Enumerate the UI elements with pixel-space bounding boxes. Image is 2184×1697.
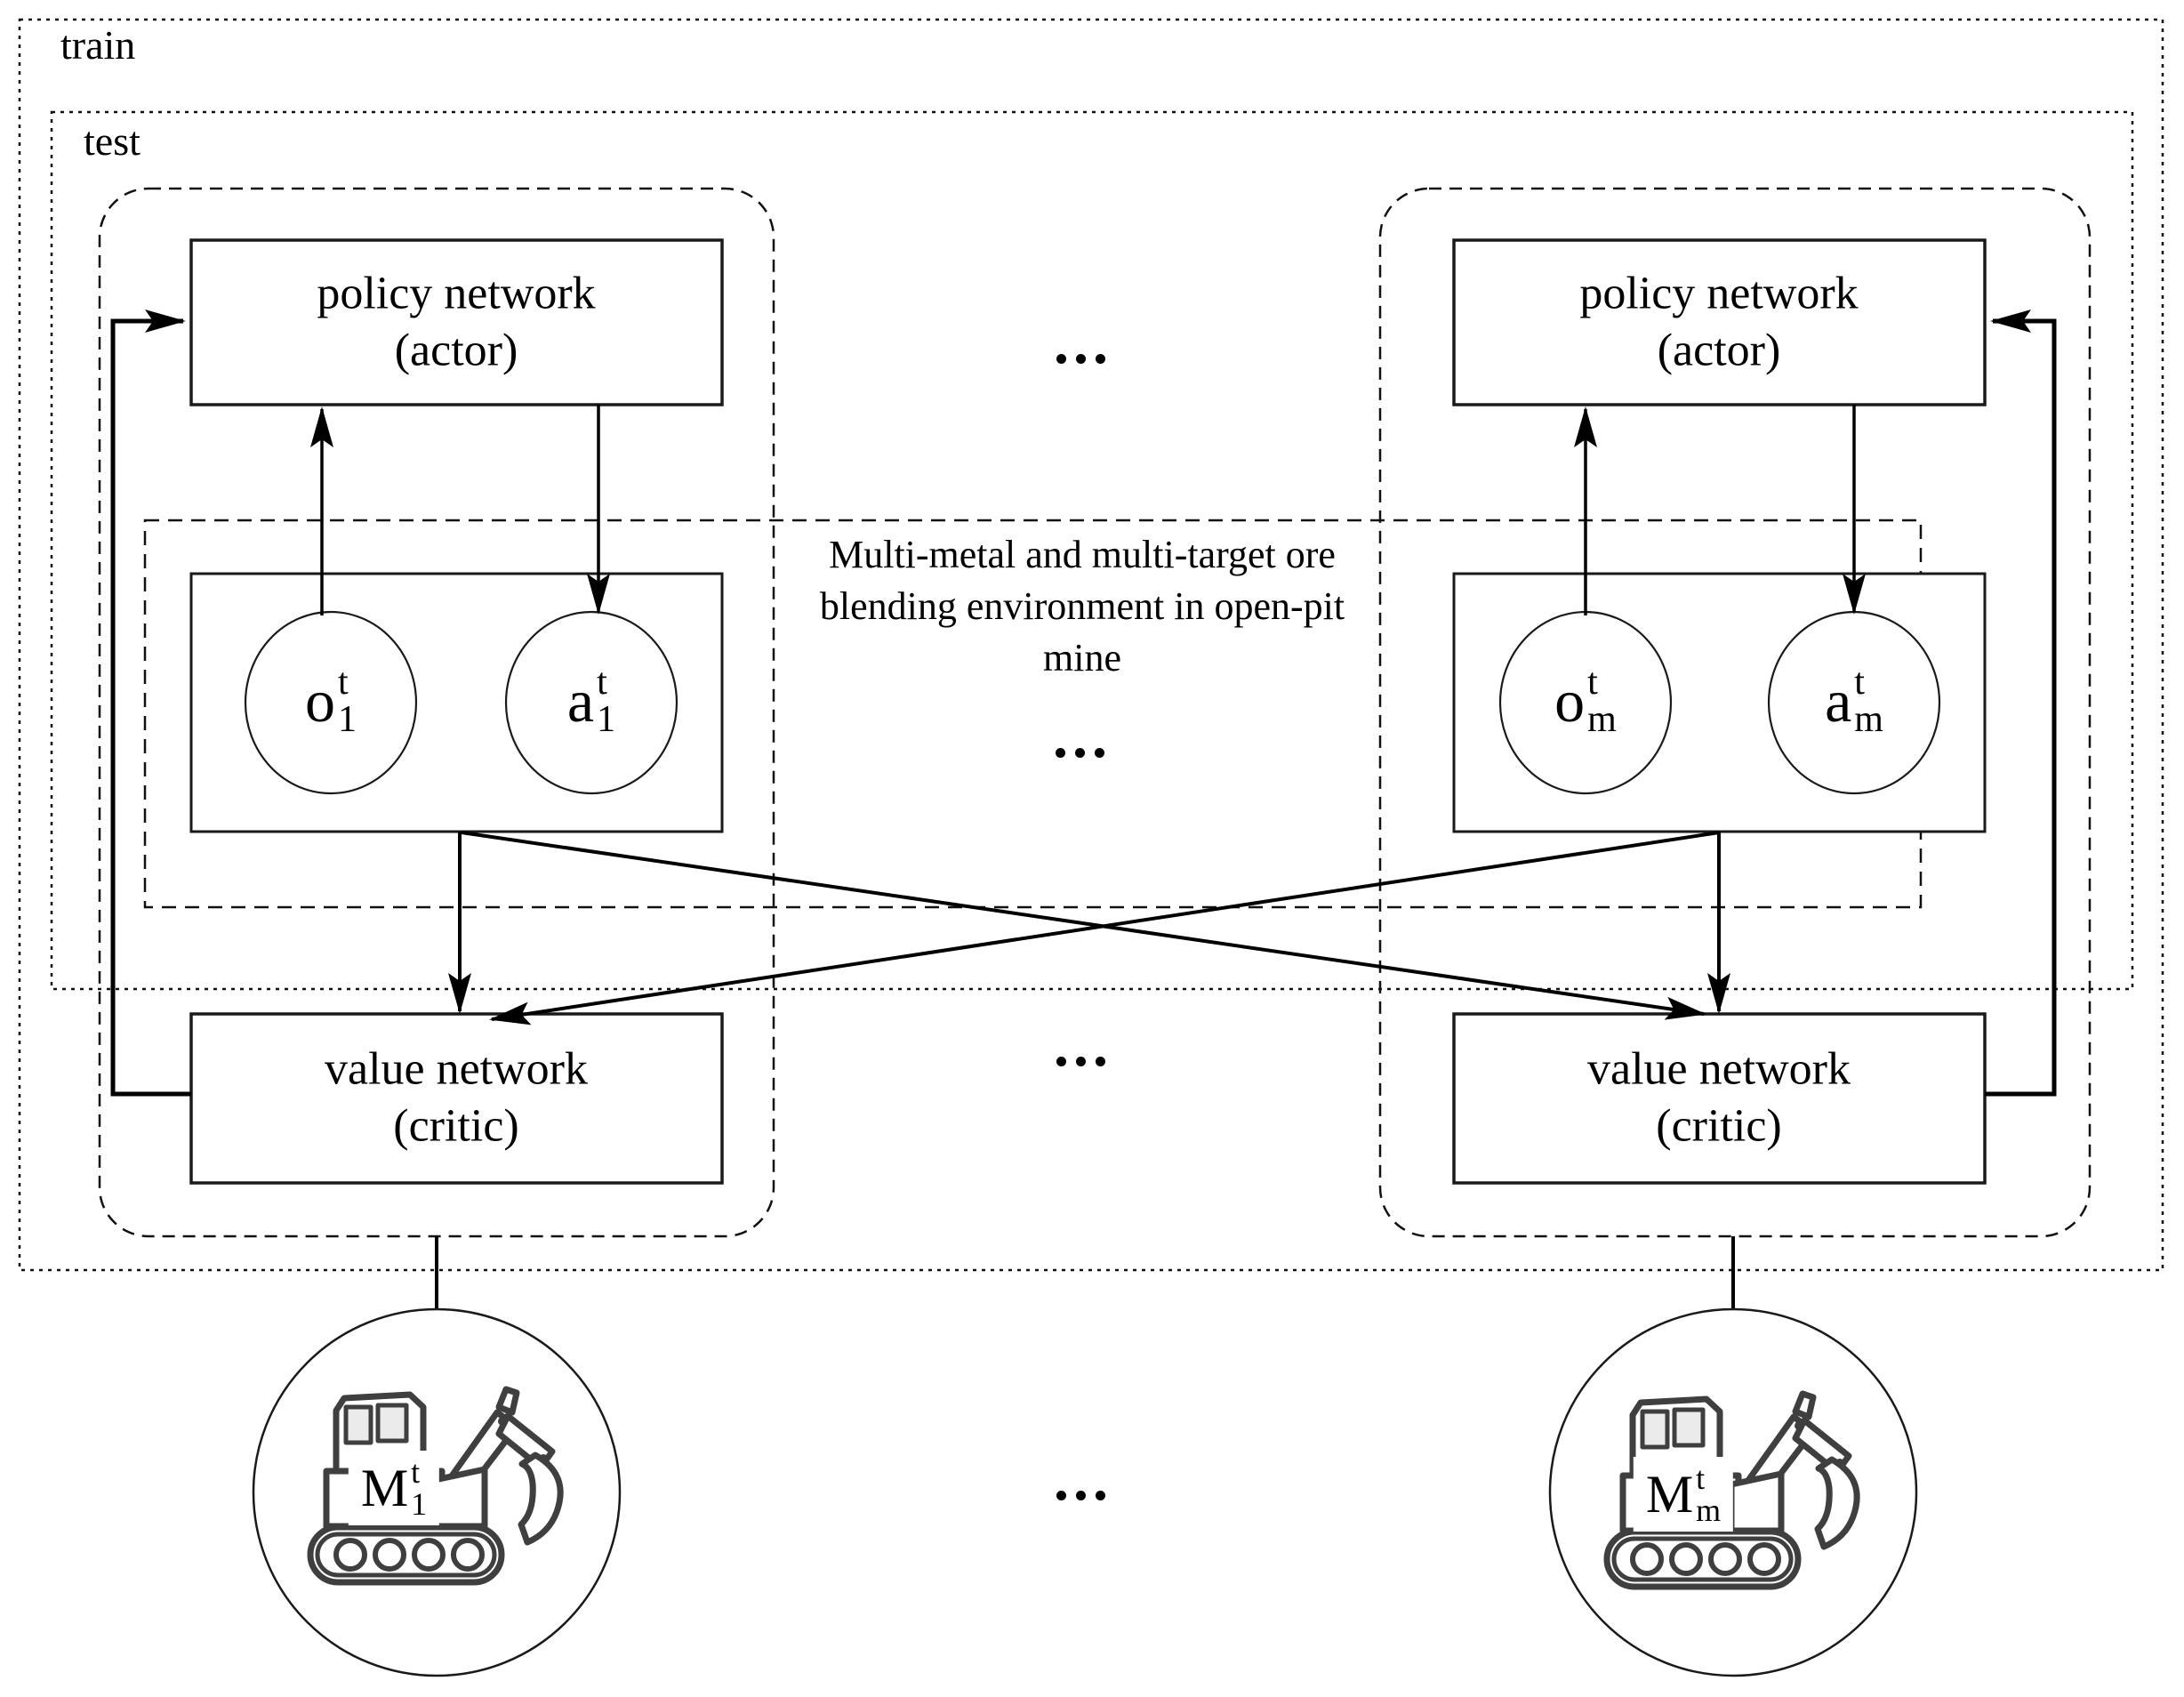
action-sup: t bbox=[597, 662, 607, 703]
cross-arrow-agentM-to-value1 bbox=[489, 831, 1720, 1025]
critic-feedback-arrow-m bbox=[1985, 310, 2057, 1097]
test-frame bbox=[50, 110, 2134, 991]
ellipsis-environment-row: ... bbox=[1053, 702, 1112, 770]
machine-base: M bbox=[1645, 1465, 1694, 1524]
action-label-m: a t m bbox=[1825, 664, 1883, 738]
action-sub: 1 bbox=[597, 699, 616, 740]
obs-base: o bbox=[1554, 667, 1586, 735]
observation-label-1: o t 1 bbox=[305, 664, 357, 738]
value-network-line1: value network bbox=[324, 1043, 589, 1095]
policy-network-box-1 bbox=[189, 238, 724, 406]
policy-network-line1: policy network bbox=[317, 268, 596, 319]
environment-line2: blending environment in open-pit bbox=[819, 583, 1345, 628]
machine-base: M bbox=[360, 1459, 409, 1517]
environment-line1: Multi-metal and multi-target ore bbox=[829, 532, 1336, 576]
policy-network-line2: (actor) bbox=[394, 326, 518, 376]
machine-sub: 1 bbox=[411, 1486, 428, 1522]
policy-network-box-m bbox=[1452, 238, 1987, 406]
policy-network-label-m: policy network (actor) bbox=[1579, 266, 1858, 381]
obs-sup: t bbox=[1587, 662, 1598, 703]
obs-sub: 1 bbox=[338, 699, 357, 740]
value-network-box-m bbox=[1452, 1012, 1987, 1185]
observation-label-m: o t m bbox=[1554, 664, 1617, 738]
cross-arrow-agent1-to-valueM bbox=[461, 831, 1706, 1020]
obs-sub: m bbox=[1587, 699, 1617, 740]
train-label: train bbox=[60, 22, 136, 68]
ellipsis-machine-row: ... bbox=[1054, 1444, 1112, 1513]
observation-circle-1 bbox=[244, 610, 418, 795]
environment-line3: mine bbox=[1043, 636, 1121, 680]
test-label: test bbox=[84, 118, 141, 164]
value-network-line1: value network bbox=[1586, 1043, 1851, 1095]
action-label-1: a t 1 bbox=[567, 664, 615, 738]
action-base: a bbox=[1825, 667, 1852, 735]
machine-sup: t bbox=[411, 1454, 421, 1490]
value-network-line2: (critic) bbox=[1656, 1101, 1782, 1152]
obs-sup: t bbox=[338, 662, 349, 703]
value-network-box-1 bbox=[189, 1012, 724, 1185]
train-frame bbox=[18, 18, 2164, 1272]
machine-label-1: M t 1 bbox=[348, 1451, 440, 1525]
action-sub: m bbox=[1854, 699, 1883, 740]
machine-sup: t bbox=[1696, 1460, 1706, 1496]
ellipsis-policy-row: ... bbox=[1054, 308, 1112, 376]
ellipsis-value-row: ... bbox=[1054, 1010, 1112, 1079]
obs-base: o bbox=[305, 667, 335, 735]
value-network-label-m: value network (critic) bbox=[1587, 1042, 1851, 1156]
value-network-label-1: value network (critic) bbox=[325, 1042, 588, 1156]
critic-feedback-arrow-1 bbox=[110, 310, 191, 1097]
policy-network-label-1: policy network (actor) bbox=[317, 266, 595, 381]
environment-label: Multi-metal and multi-target ore blendin… bbox=[820, 529, 1345, 684]
policy-network-line2: (actor) bbox=[1657, 326, 1781, 376]
action-base: a bbox=[566, 667, 595, 735]
machine-label-m: M t m bbox=[1633, 1457, 1734, 1532]
policy-network-line1: policy network bbox=[1579, 268, 1859, 319]
machine-sub: m bbox=[1696, 1492, 1722, 1528]
value-network-line2: (critic) bbox=[393, 1101, 519, 1152]
action-sup: t bbox=[1854, 662, 1865, 703]
